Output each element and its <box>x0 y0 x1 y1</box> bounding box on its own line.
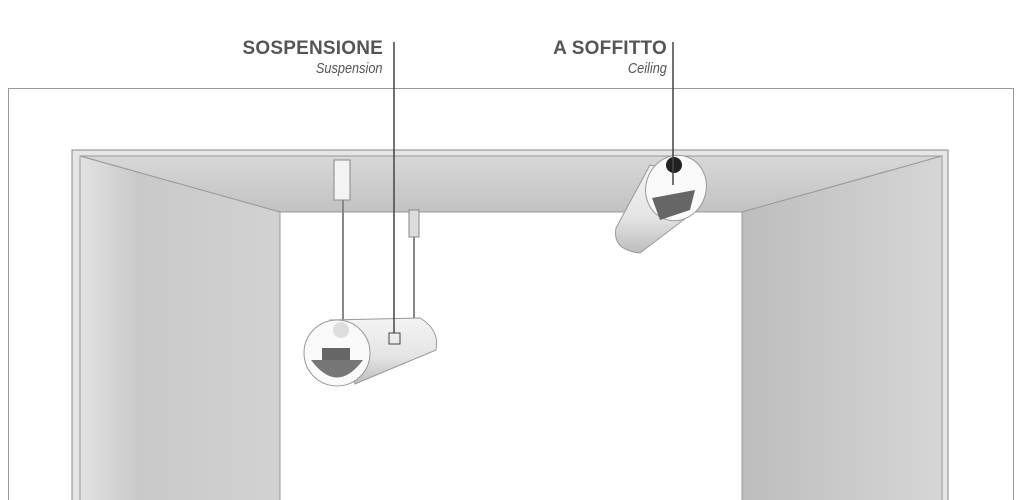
suspension-subtitle: Suspension <box>316 60 383 77</box>
suspension-lamp <box>303 159 438 387</box>
right-wall <box>741 155 943 500</box>
ceiling-subtitle: Ceiling <box>628 60 667 77</box>
ceiling-title: A SOFFITTO <box>553 38 667 59</box>
suspension-title: SOSPENSIONE <box>242 38 383 59</box>
ceiling-lamp <box>615 154 707 254</box>
ceiling-label: A SOFFITTO Ceiling <box>553 38 667 77</box>
outer-frame <box>8 88 1014 500</box>
left-wall <box>79 155 281 500</box>
suspension-label: SOSPENSIONE Suspension <box>242 38 383 77</box>
